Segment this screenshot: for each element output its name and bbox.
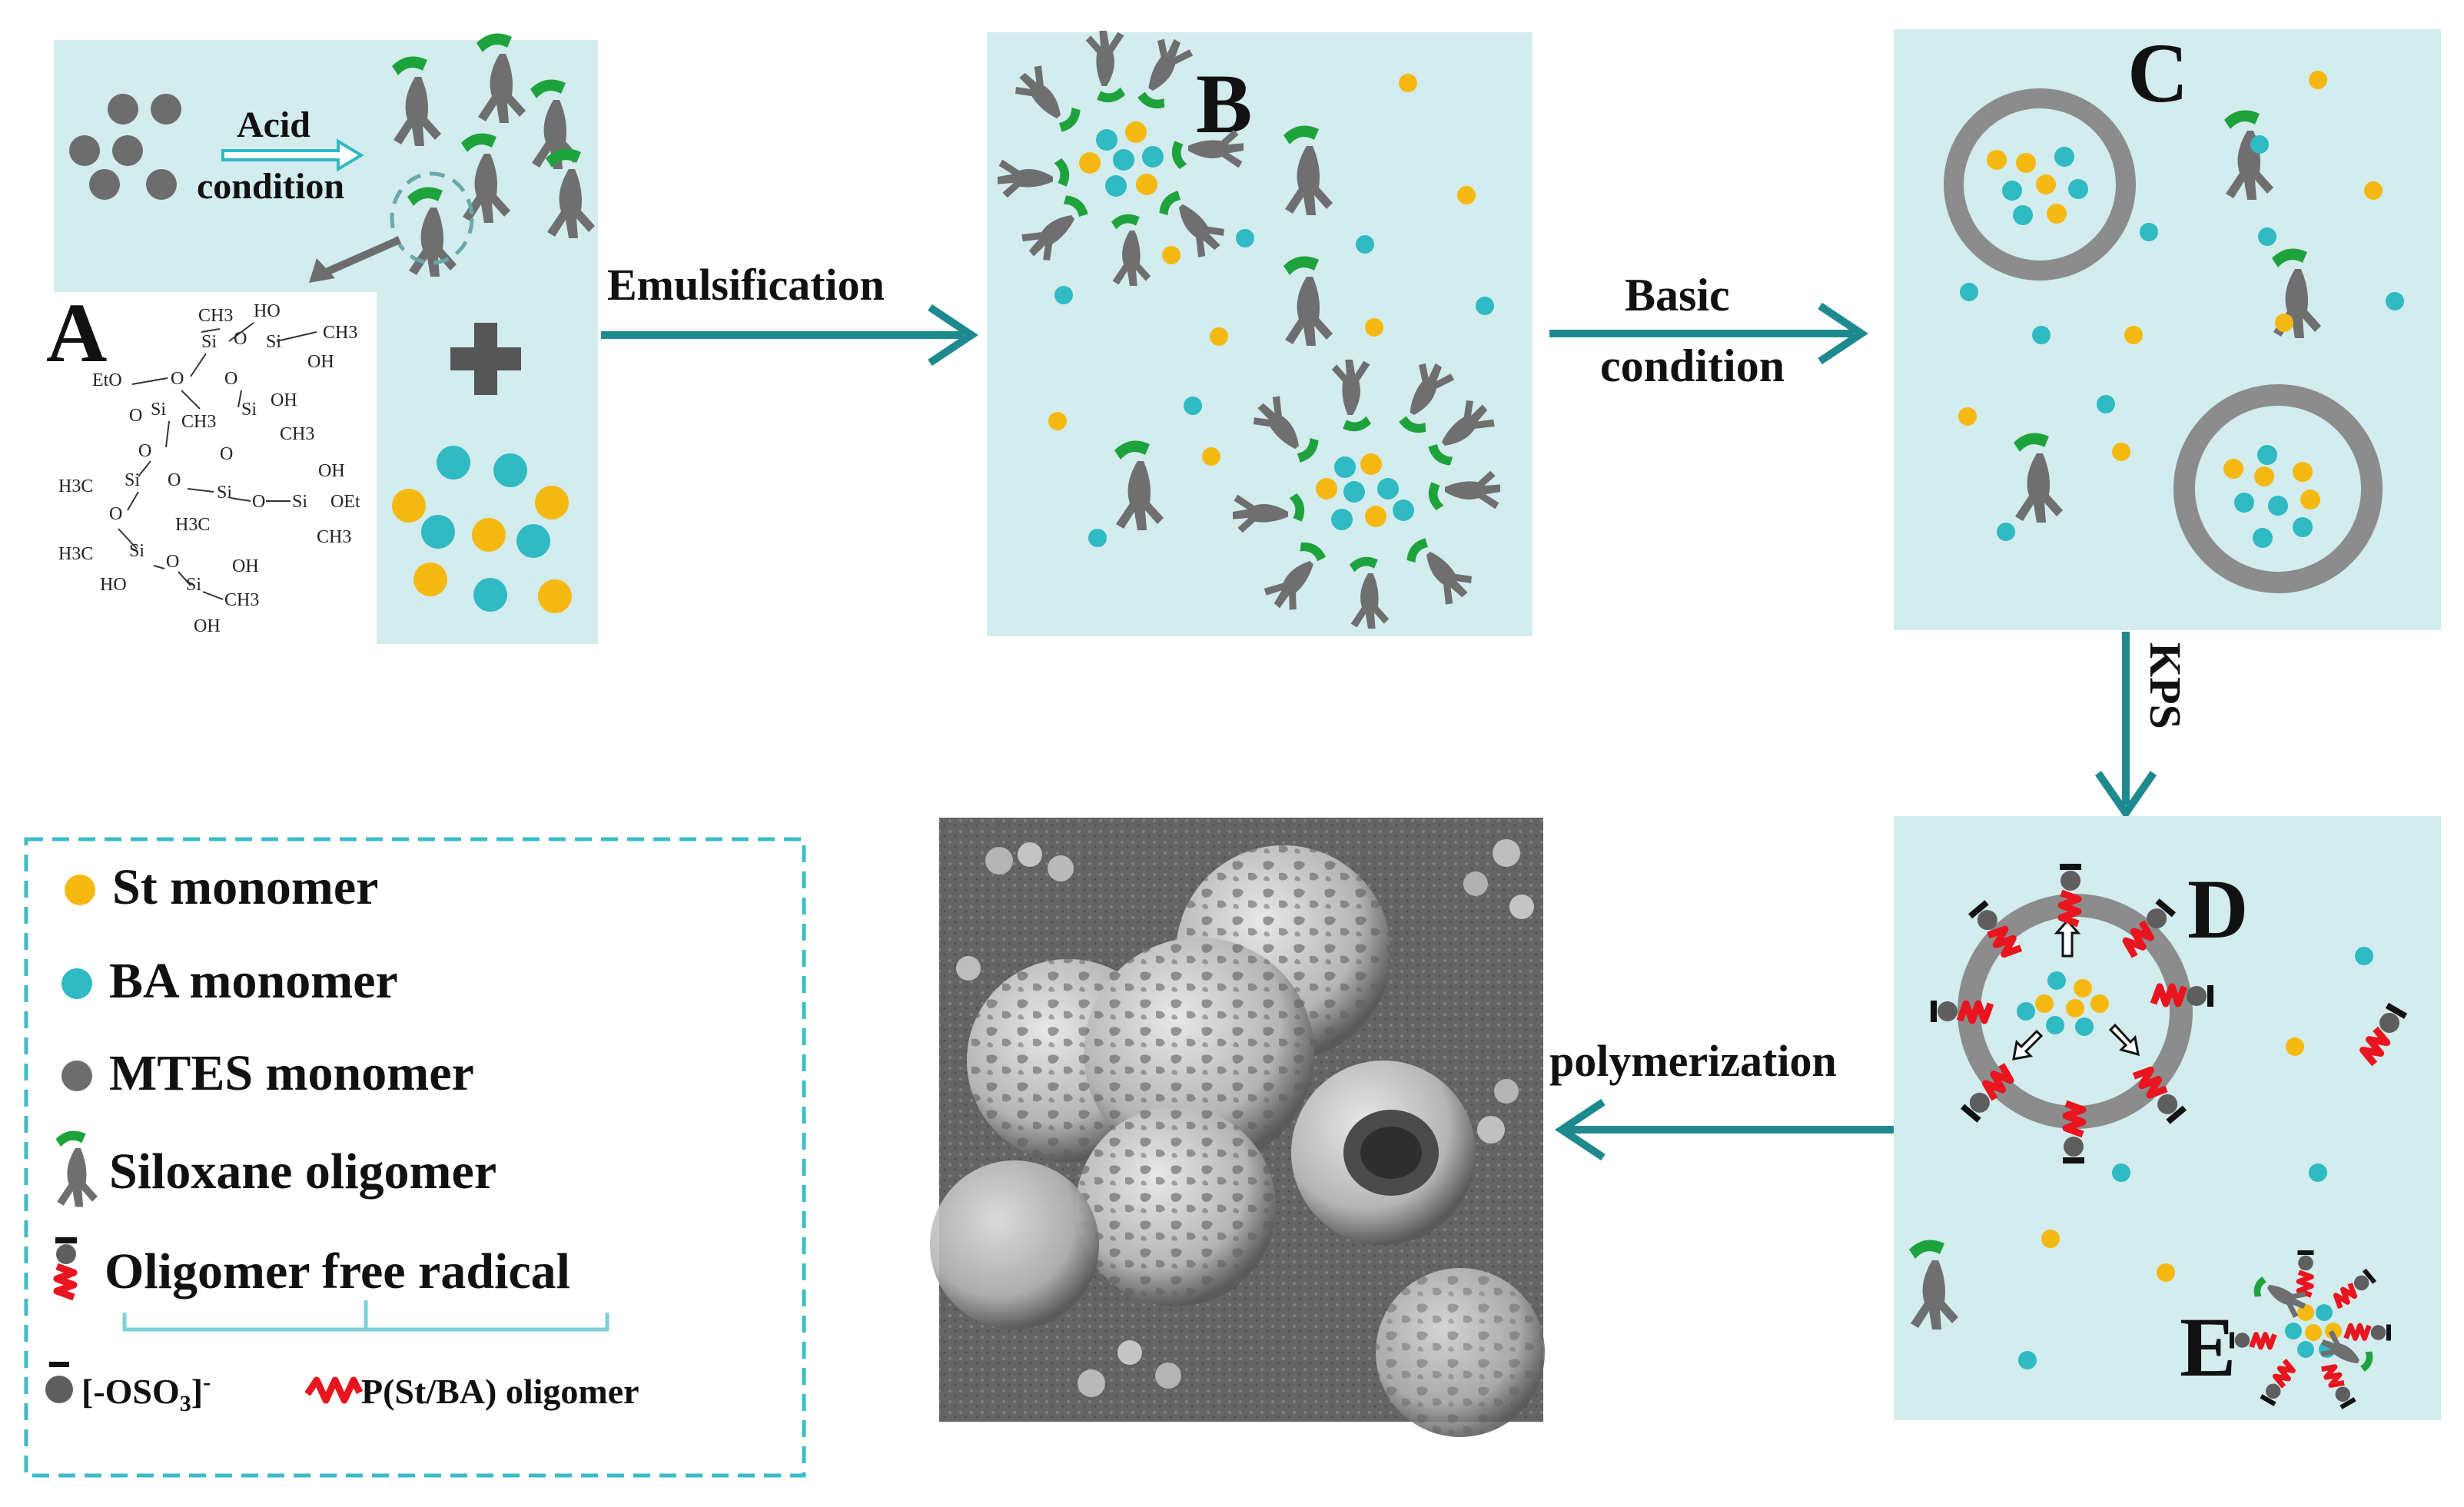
chemical-structure-box bbox=[54, 292, 377, 644]
mtes-monomer-icon bbox=[61, 1061, 92, 1091]
basic-label-line2: condition bbox=[1600, 340, 1785, 391]
legend-item-mtes: MTES monomer bbox=[61, 1045, 474, 1101]
panel-b: B bbox=[987, 31, 1533, 636]
polymerization-label: polymerization bbox=[1549, 1036, 1837, 1086]
svg-text:OH: OH bbox=[271, 390, 297, 410]
free-monomers-b bbox=[1048, 74, 1494, 547]
svg-text:Si: Si bbox=[201, 332, 217, 352]
polymerization-arrow: polymerization bbox=[1549, 1036, 1894, 1161]
legend-brace bbox=[122, 1300, 609, 1332]
acid-condition-arrow bbox=[221, 138, 364, 172]
svg-text:O: O bbox=[171, 369, 184, 389]
svg-text:EtO: EtO bbox=[92, 370, 122, 390]
micelle-b2 bbox=[1233, 357, 1500, 629]
acid-label-line2: condition bbox=[197, 166, 344, 207]
legend-item-st: St monomer bbox=[65, 859, 378, 915]
svg-text:OH: OH bbox=[232, 556, 259, 576]
legend: St monomer BA monomer MTES monomer Silox… bbox=[24, 837, 806, 1478]
monomer-cluster-a bbox=[392, 446, 572, 613]
svg-text:O: O bbox=[168, 470, 181, 490]
svg-text:Si: Si bbox=[217, 483, 232, 503]
svg-text:St monomer: St monomer bbox=[112, 859, 378, 915]
sem-micrograph bbox=[930, 818, 1545, 1437]
svg-text:HO: HO bbox=[254, 301, 281, 321]
svg-text:Si: Si bbox=[266, 332, 281, 352]
panel-d-label: D bbox=[2187, 862, 2248, 956]
svg-text:CH3: CH3 bbox=[224, 590, 259, 610]
chemical-structure: HO CH3 Si O Si CH3 EtO O OH O O Si CH3 S… bbox=[58, 301, 360, 636]
legend-item-siloxane: Siloxane oligomer bbox=[55, 1130, 496, 1207]
emulsification-label: Emulsification bbox=[607, 260, 885, 310]
svg-text:O: O bbox=[252, 492, 265, 512]
legend-item-radical: Oligomer free radical bbox=[55, 1237, 570, 1300]
panel-c-label: C bbox=[2127, 26, 2188, 120]
svg-text:CH3: CH3 bbox=[181, 412, 216, 432]
svg-text:H3C: H3C bbox=[58, 544, 93, 564]
panel-e-label: E bbox=[2180, 1300, 2236, 1394]
svg-text:Si: Si bbox=[241, 400, 257, 420]
free-monomers-c bbox=[1958, 71, 2404, 541]
sulfate-end-group-icon bbox=[45, 1376, 73, 1403]
capsule-c2 bbox=[2173, 384, 2383, 593]
micelle-b1 bbox=[998, 31, 1244, 286]
svg-text:O: O bbox=[220, 444, 233, 464]
mtes-monomer-cluster bbox=[69, 94, 181, 200]
st-monomer-icon bbox=[65, 875, 95, 905]
svg-text:CH3: CH3 bbox=[280, 424, 314, 444]
micelle-e bbox=[2230, 1250, 2391, 1409]
svg-text:O: O bbox=[129, 406, 142, 426]
svg-text:Oligomer free radical: Oligomer free radical bbox=[105, 1243, 570, 1300]
svg-text:OH: OH bbox=[194, 616, 221, 636]
basic-label-line1: Basic bbox=[1625, 270, 1730, 320]
svg-text:Si: Si bbox=[186, 575, 201, 595]
basic-condition-arrow: Basic condition bbox=[1549, 270, 1869, 391]
zoom-circle bbox=[390, 171, 474, 265]
legend-box bbox=[24, 837, 806, 1478]
svg-text:OEt: OEt bbox=[330, 492, 360, 512]
svg-text:Si: Si bbox=[125, 470, 140, 490]
legend-item-ba: BA monomer bbox=[61, 953, 398, 1009]
svg-text:Siloxane oligomer: Siloxane oligomer bbox=[109, 1144, 496, 1200]
acid-label-line1: Acid bbox=[237, 105, 310, 145]
oligomer-chain-icon bbox=[304, 1376, 364, 1404]
svg-text:O: O bbox=[166, 552, 179, 572]
kps-arrow: KPS bbox=[2094, 632, 2190, 820]
panel-b-label: B bbox=[1196, 57, 1252, 151]
panel-a-label: A bbox=[46, 286, 107, 380]
svg-text:Si: Si bbox=[151, 400, 166, 420]
capsule-c1 bbox=[1944, 88, 2136, 280]
svg-text:HO: HO bbox=[100, 575, 127, 595]
svg-text:O: O bbox=[234, 329, 247, 349]
svg-text:OH: OH bbox=[318, 461, 345, 481]
svg-text:O: O bbox=[109, 504, 122, 524]
svg-text:H3C: H3C bbox=[175, 515, 210, 535]
svg-text:CH3: CH3 bbox=[198, 306, 233, 326]
panel-b-background bbox=[987, 32, 1533, 636]
legend-sub-oligomer: P(St/BA) oligomer bbox=[304, 1372, 639, 1411]
svg-text:CH3: CH3 bbox=[323, 323, 357, 343]
panel-a: Acid condition A HO CH3 Si O bbox=[46, 33, 598, 644]
svg-text:BA monomer: BA monomer bbox=[109, 953, 398, 1009]
svg-text:Si: Si bbox=[129, 541, 144, 561]
svg-text:[-OSO3]-: [-OSO3]- bbox=[81, 1369, 211, 1416]
legend-sub-oso3: [-OSO3]- bbox=[45, 1362, 211, 1416]
free-monomers-d bbox=[2018, 947, 2373, 1369]
svg-text:OH: OH bbox=[307, 352, 334, 372]
svg-text:H3C: H3C bbox=[58, 476, 93, 496]
emulsification-arrow: Emulsification bbox=[601, 260, 979, 367]
kps-label: KPS bbox=[2140, 642, 2190, 729]
svg-text:O: O bbox=[224, 369, 237, 389]
plus-icon bbox=[450, 323, 521, 395]
ba-monomer-icon bbox=[61, 968, 92, 999]
svg-text:MTES monomer: MTES monomer bbox=[109, 1045, 474, 1101]
svg-text:Si: Si bbox=[292, 492, 307, 512]
svg-text:P(St/BA) oligomer: P(St/BA) oligomer bbox=[361, 1372, 639, 1411]
panel-d: D E bbox=[1894, 816, 2441, 1420]
svg-text:CH3: CH3 bbox=[317, 527, 351, 547]
zoom-pointer bbox=[320, 236, 402, 277]
panel-c: C bbox=[1894, 26, 2441, 630]
capsule-d bbox=[1931, 864, 2213, 1163]
svg-text:O: O bbox=[138, 441, 151, 461]
